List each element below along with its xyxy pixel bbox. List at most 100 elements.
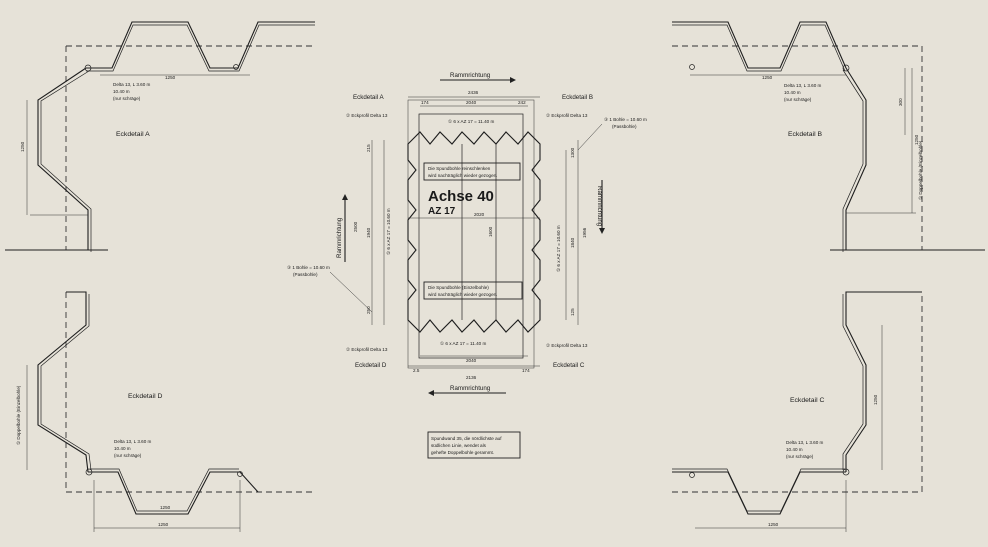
ramm-bottom-label: Rammrichtung [450,385,491,392]
detail-d-joint [85,468,93,476]
detail-a-joint [84,64,92,72]
center-piles-right: ① 6 x AZ 17 = 10.60 m [556,225,561,272]
ramm-left-label: Rammrichtung [336,217,343,258]
ramm-right-label: Rammrichtung [596,186,603,227]
center-note-lower-3: gehefte Doppelbohle gerammt. [431,450,494,455]
center-dim-top-inner: 2040 [466,100,477,105]
center-dim-left-outer: 2500 [353,221,358,232]
center-pass-tr-1: ③ 1 Bohle = 10.60 m [604,117,647,122]
center-note-top-1: Die Spundbohle reinschlenken [428,166,491,171]
center-corner-tr: Eckdetail B [562,94,593,101]
detail-b-sheet-pile-top-inner [672,24,846,72]
detail-c-sheet-pile-right-inner [842,294,864,470]
detail-c-delta-3: (nur schräge) [786,454,814,459]
center-eck-tl: ② Eckprofil Delta 13 [346,113,388,118]
detail-d-vertical-label: ① Doppelbohle (Einzelbohle) [16,385,21,445]
detail-d-dim-bottom2: 1250 [160,505,171,510]
detail-a-joint-2 [233,64,239,70]
center-dim-bottom-left: 2.5 [413,368,420,373]
detail-b: 1250 1250 300 Eckdetail B Delta 13, L 3.… [672,21,985,252]
detail-d-joint-2 [237,471,243,477]
detail-d-sheet-pile-left [37,291,89,473]
center-dim-left-total: 1940 [366,227,371,238]
detail-a-title: Eckdetail A [116,131,150,138]
center-title: Achse 40 [428,188,494,205]
center-note-lower-1: Spundwand 35, die nördlichste auf [431,436,502,441]
center-corner-br: Eckdetail C [553,362,585,369]
center-note-top-box [423,162,521,181]
detail-b-joint [842,64,850,72]
ramm-arrow-right-head [599,228,605,234]
detail-a-dim-top: 1250 [165,75,176,80]
detail-c-dim-right: 1250 [873,394,878,405]
center-eck-br: ② Eckprofil Delta 13 [546,343,588,348]
center-note-bottom-2: wird nachträglich wieder gezogen. [428,292,497,297]
detail-d-dim-bottom: 1250 [158,522,169,527]
center-subtitle: AZ 17 [428,206,456,217]
detail-c: 1250 1250 Eckdetail C Delta 13, L 3.60 m… [672,291,923,532]
detail-d-delta-2: 10.40 m [114,446,131,451]
detail-b-dim-right2: 300 [898,98,903,106]
center-dim-mid-width: 2020 [474,212,485,217]
center-note-lower-2: südlichen Linie, wendet als [431,443,487,448]
center-dim-top-total: 2436 [468,90,479,95]
center-pass-l-1: ③ 1 Bohle = 10.60 m [287,265,330,270]
detail-b-sheet-pile-right-inner [842,69,864,252]
center-piles-top: ① 6 x AZ 17 = 11.40 m [448,119,494,124]
detail-c-boundary [672,292,923,493]
center-pass-l-leader [329,271,373,313]
detail-c-sheet-pile-right [845,291,922,472]
center-plan: Rammrichtung Rammrichtung Rammrichtung R… [287,72,647,459]
center-pass-tr-2: (Passbohle) [612,124,637,129]
detail-a-delta-2: 10.40 m [113,89,130,94]
center-pass-l-2: (Passbohle) [293,272,318,277]
center-dim-bottom-right: 174 [522,368,530,373]
detail-b-delta-1: Delta 13, L 3.60 m [784,83,822,88]
center-piles-bottom: ① 6 x AZ 17 = 11.40 m [440,341,486,346]
center-dim-right-bottom: 125 [570,308,575,316]
ramm-top-label: Rammrichtung [450,72,491,79]
center-dim-right-inner: 1840 [570,237,575,248]
detail-b-vertical-label: ① Doppelbohle (Einzelbohle) [918,140,923,200]
detail-c-sheet-pile-bottom [672,471,846,515]
detail-b-dim-right: 1250 [914,134,919,145]
center-pass-tr-leader [577,123,603,151]
center-inner-frame [418,113,524,359]
center-dim-right-total: 1956 [582,227,587,238]
detail-a-sheet-pile-top [86,21,315,69]
center-note-bottom-1: Die Spundbohle (Einzelbohle) [428,285,489,290]
detail-a-sheet-pile-top-inner [86,24,315,72]
detail-a-sheet-pile-left [37,67,89,251]
center-corner-tl: Eckdetail A [353,94,384,101]
center-note-lower-box [427,431,521,459]
center-eck-tr: ② Eckprofil Delta 13 [546,113,588,118]
center-corner-bl: Eckdetail D [355,362,387,369]
center-dim-right-top: 1300 [570,147,575,158]
center-piles-left: ① 6 x AZ 17 = 10.60 m [386,208,391,255]
center-note-top-2: wird nachträglich wieder gezogen. [428,173,497,178]
detail-d-delta-3: (nur schräge) [114,453,142,458]
detail-b-delta-3: (nur schräge) [784,97,812,102]
detail-b-dim-top: 1250 [762,75,773,80]
detail-b-sheet-pile-top [672,21,847,69]
detail-c-joint [842,468,850,476]
center-note-bottom-box [423,281,523,300]
ramm-arrow-top-head [510,77,516,83]
detail-d-sheet-pile-bottom [88,471,259,515]
detail-d-sheet-pile-bottom-inner [90,468,239,512]
detail-c-title: Eckdetail C [790,397,824,404]
center-dim-bottom-inner: 2040 [466,358,477,363]
detail-c-delta-2: 10.40 m [786,447,803,452]
detail-d: 1250 1250 Eckdetail D Delta 13, L 3.60 m… [16,291,315,532]
detail-d-sheet-pile-left-inner [40,294,92,471]
center-dim-bottom-total: 2136 [466,375,477,380]
detail-b-title: Eckdetail B [788,131,822,138]
ramm-arrow-left-head [342,194,348,200]
center-dim-top-left: 174 [421,100,429,105]
detail-a-delta-1: Delta 13, L 3.60 m [113,82,151,87]
detail-b-joint-2 [689,64,695,70]
center-sheet-pile-perimeter [407,131,541,333]
detail-c-sheet-pile-bottom-inner [672,468,845,512]
detail-c-joint-2 [689,472,695,478]
